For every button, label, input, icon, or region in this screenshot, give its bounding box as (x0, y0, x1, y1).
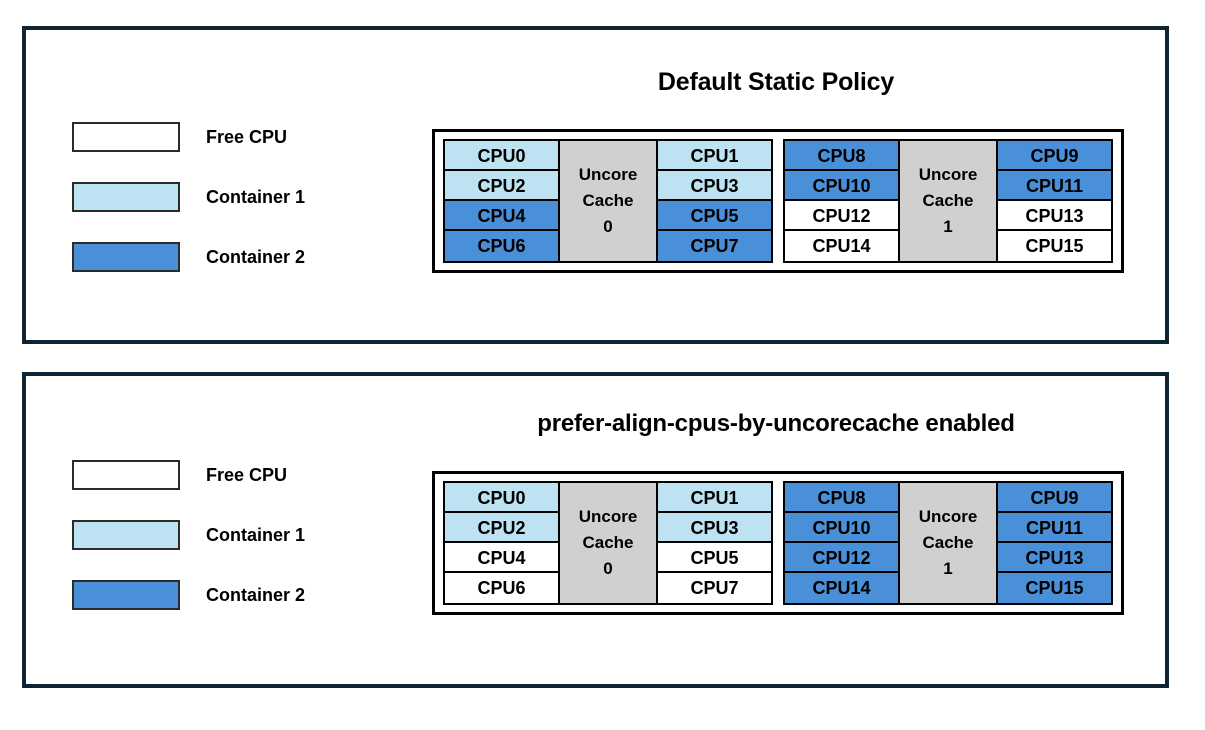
cpu-cell: CPU14 (785, 573, 898, 603)
cpu-cell: CPU3 (658, 513, 771, 543)
cpu-cell: CPU0 (445, 483, 558, 513)
cpu-cell: CPU8 (785, 483, 898, 513)
cpu-cell: CPU9 (998, 483, 1111, 513)
uncore-cache-label: Cache (582, 533, 634, 552)
cpu-cell: CPU8 (785, 141, 898, 171)
legend-swatch (72, 242, 180, 272)
cpu-cell: CPU15 (998, 231, 1111, 261)
legend-swatch (72, 182, 180, 212)
uncore-cache-label: Uncore (578, 507, 638, 526)
uncore-cache-label: Uncore (578, 165, 638, 184)
legend-label: Container 2 (206, 246, 306, 267)
cpu-cell: CPU12 (785, 543, 898, 573)
cpu-cell: CPU1 (658, 483, 771, 513)
legend-label: Free CPU (206, 126, 288, 147)
legend-swatch (72, 122, 180, 152)
uncore-cache-label: Uncore (918, 507, 978, 526)
cpu-cell: CPU5 (658, 543, 771, 573)
cpu-cell: CPU0 (445, 141, 558, 171)
legend-swatch (72, 520, 180, 550)
cpu-cell: CPU3 (658, 171, 771, 201)
legend-item: Container 1 (72, 520, 305, 550)
uncore-cache-label: Cache (582, 191, 634, 210)
cpu-cell: CPU12 (785, 201, 898, 231)
legend: Free CPU Container 1 Container 2 (72, 122, 305, 302)
cpu-cell: CPU5 (658, 201, 771, 231)
legend-item: Container 1 (72, 182, 305, 212)
panel-default-static-policy: Default Static Policy Free CPU Container … (22, 26, 1169, 344)
cpu-cell: CPU11 (998, 171, 1111, 201)
cpu-cell: CPU9 (998, 141, 1111, 171)
cpu-cell: CPU10 (785, 513, 898, 543)
uncore-cache-label: Cache (922, 533, 974, 552)
cpu-cell: CPU1 (658, 141, 771, 171)
cpu-cell: CPU6 (445, 573, 558, 603)
uncore-cache-label: 1 (943, 217, 953, 236)
legend-swatch (72, 580, 180, 610)
cpu-cell: CPU10 (785, 171, 898, 201)
page-title: prefer-align-cpus-by-uncorecache enabled (537, 410, 1015, 437)
legend-label: Container 1 (206, 524, 306, 545)
legend-label: Free CPU (206, 464, 288, 485)
legend-swatch (72, 460, 180, 490)
uncore-cache-label: Cache (922, 191, 974, 210)
legend-item: Container 2 (72, 242, 305, 272)
cpu-cell: CPU2 (445, 171, 558, 201)
cpu-cell: CPU14 (785, 231, 898, 261)
uncore-cache-label: Uncore (918, 165, 978, 184)
cpu-cell: CPU7 (658, 231, 771, 261)
cpu-cell: CPU11 (998, 513, 1111, 543)
cpu-cell: CPU13 (998, 201, 1111, 231)
panel-prefer-align-cpus-by-uncorecache: prefer-align-cpus-by-uncorecache enabled… (22, 372, 1169, 688)
legend-item: Container 2 (72, 580, 305, 610)
legend-label: Container 2 (206, 584, 306, 605)
cpu-cell: CPU4 (445, 543, 558, 573)
legend-label: Container 1 (206, 186, 306, 207)
cpu-cell: CPU6 (445, 231, 558, 261)
cpu-cell: CPU13 (998, 543, 1111, 573)
legend-item: Free CPU (72, 460, 305, 490)
uncore-cache-label: 0 (603, 559, 613, 578)
uncore-cache-label: 0 (603, 217, 613, 236)
page-title: Default Static Policy (657, 68, 895, 96)
cpu-cell: CPU4 (445, 201, 558, 231)
uncore-cache-label: 1 (943, 559, 953, 578)
cpu-cell: CPU15 (998, 573, 1111, 603)
legend: Free CPU Container 1 Container 2 (72, 460, 305, 640)
cpu-cell: CPU7 (658, 573, 771, 603)
cpu-cell: CPU2 (445, 513, 558, 543)
legend-item: Free CPU (72, 122, 305, 152)
